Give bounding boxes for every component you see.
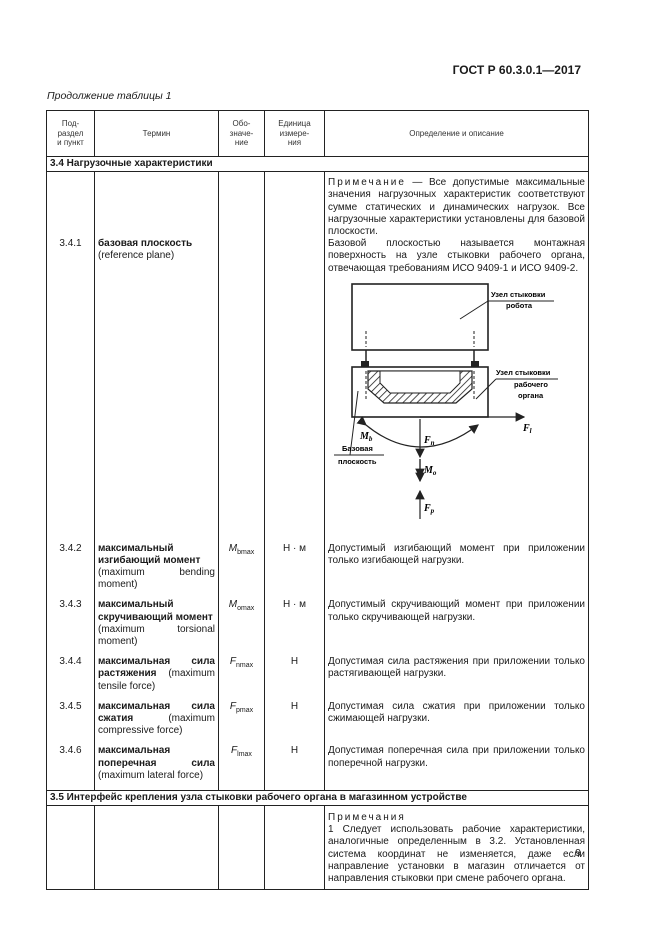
tool-label-1: Узел стыковки bbox=[496, 368, 551, 377]
row-unit: Н bbox=[264, 700, 325, 746]
term-en: (maximum compressive force) bbox=[98, 712, 215, 737]
document-code: ГОСТ Р 60.3.0.1—2017 bbox=[452, 63, 581, 77]
tool-label-3: органа bbox=[518, 391, 544, 400]
term-ru: максимальный скручивающий момент bbox=[98, 599, 213, 623]
row-symbol: Momax bbox=[218, 599, 265, 657]
row-term bbox=[94, 805, 219, 891]
section-title: 3.5 Интерфейс крепления узла стыковки ра… bbox=[46, 789, 589, 807]
table-row: 3.4.6 максимальная поперечная сила (maxi… bbox=[46, 745, 589, 791]
row-number: 3.4.5 bbox=[46, 700, 95, 746]
row-term: базовая плоскость (reference plane) bbox=[94, 171, 219, 543]
table-row: 3.4.4 максимальная сила растяжения (maxi… bbox=[46, 656, 589, 701]
row-number bbox=[46, 805, 95, 891]
robot-label-2: робота bbox=[506, 301, 533, 310]
row-number: 3.4.6 bbox=[46, 745, 95, 791]
row-term: максимальная поперечная сила (maximum la… bbox=[94, 745, 219, 791]
row-symbol: Mbmax bbox=[218, 542, 265, 600]
section-title: 3.4 Нагрузочные характеристики bbox=[46, 155, 589, 173]
row-unit: Н bbox=[264, 745, 325, 791]
row-symbol bbox=[218, 805, 265, 891]
robot-docking-unit bbox=[351, 282, 489, 351]
reference-plane-diagram: Узел стыковки робота Узел стыковки рабоч… bbox=[334, 282, 558, 519]
definition-text: Базовой плоскостью называется монтажная … bbox=[328, 238, 585, 274]
row-definition: Допустимый скручивающий момент при прило… bbox=[324, 599, 589, 657]
row-definition: Допустимый изгибающий момент при приложе… bbox=[324, 542, 589, 600]
force-normal-label: Fn bbox=[423, 435, 435, 447]
table-header-row: Под- раздел и пункт Термин Обо- значе- н… bbox=[46, 110, 589, 157]
note-3-4: Примечание — Все допустимые максимальные… bbox=[328, 177, 585, 238]
term-ru: максимальная поперечная сила bbox=[98, 745, 215, 769]
term-ru: максимальный изгибающий момент bbox=[98, 542, 201, 566]
row-definition: Допустимая сила растяжения при приложени… bbox=[324, 656, 589, 701]
row-term: максимальная сила сжатия (maximum compre… bbox=[94, 700, 219, 746]
row-definition: Примечания 1 Следует использовать рабочи… bbox=[324, 805, 589, 891]
term-en: (maximum tensile force) bbox=[98, 668, 215, 692]
row-number: 3.4.2 bbox=[46, 542, 95, 600]
row-symbol bbox=[218, 171, 265, 543]
note-text: 1 Следует использовать рабочие характери… bbox=[328, 824, 585, 884]
moment-bending-label: Mb bbox=[359, 431, 373, 443]
row-unit: Н · м bbox=[264, 542, 325, 600]
row-definition: Допустимая поперечная сила при приложени… bbox=[324, 745, 589, 791]
row-symbol: Fnmax bbox=[218, 656, 265, 701]
row-symbol: Fpmax bbox=[218, 700, 265, 746]
row-number: 3.4.1 bbox=[46, 171, 95, 543]
note-label: Примечания bbox=[328, 812, 406, 824]
terms-table: Под- раздел и пункт Термин Обо- значе- н… bbox=[46, 110, 589, 891]
col-header-term: Термин bbox=[94, 110, 219, 157]
row-symbol: Flmax bbox=[218, 745, 265, 791]
col-header-num: Под- раздел и пункт bbox=[46, 110, 95, 157]
force-compressive-label: Fp bbox=[423, 503, 435, 515]
term-ru: базовая плоскость bbox=[98, 238, 193, 250]
row-unit: Н bbox=[264, 656, 325, 701]
moment-torsional-label: Mo bbox=[423, 465, 437, 477]
col-header-symbol: Обо- значе- ние bbox=[218, 110, 265, 157]
table-row: Примечания 1 Следует использовать рабочи… bbox=[46, 805, 589, 891]
term-en: (reference plane) bbox=[98, 250, 175, 262]
row-number: 3.4.4 bbox=[46, 656, 95, 701]
row-definition: Допустимая сила сжатия при приложении то… bbox=[324, 700, 589, 746]
term-ru: максимальная сила растяжения bbox=[98, 656, 215, 680]
table-row: 3.4.3 максимальный скручивающий момент (… bbox=[46, 599, 589, 657]
row-unit: Н · м bbox=[264, 599, 325, 657]
plane-label-2: плоскость bbox=[338, 457, 377, 466]
row-unit bbox=[264, 171, 325, 543]
term-en: (maximum bending moment) bbox=[98, 567, 215, 591]
col-header-unit: Единица измере- ния bbox=[264, 110, 325, 157]
table-caption: Продолжение таблицы 1 bbox=[47, 90, 172, 102]
table-row: 3.4.2 максимальный изгибающий момент (ma… bbox=[46, 542, 589, 600]
tool-label-2: рабочего bbox=[514, 380, 548, 389]
row-term: максимальный скручивающий момент (maximu… bbox=[94, 599, 219, 657]
section-row-3-5: 3.5 Интерфейс крепления узла стыковки ра… bbox=[46, 789, 589, 807]
term-ru: максимальная сила сжатия bbox=[98, 700, 215, 724]
force-lateral-label: Fl bbox=[522, 423, 532, 435]
note-label: Примечание bbox=[328, 177, 406, 189]
term-en: (maximum lateral force) bbox=[98, 769, 204, 781]
row-term: максимальная сила растяжения (maximum te… bbox=[94, 656, 219, 701]
col-header-definition: Определение и описание bbox=[324, 110, 589, 157]
term-en: (maximum torsional moment) bbox=[98, 623, 215, 647]
table-row: 3.4.1 базовая плоскость (reference plane… bbox=[46, 171, 589, 543]
table-row: 3.4.5 максимальная сила сжатия (maximum … bbox=[46, 700, 589, 746]
note-text: — Все допустимые максимальные значения н… bbox=[328, 177, 585, 237]
page-number: 9 bbox=[575, 847, 581, 859]
section-row-3-4: 3.4 Нагрузочные характеристики bbox=[46, 155, 589, 173]
row-definition: Примечание — Все допустимые максимальные… bbox=[324, 171, 589, 543]
row-number: 3.4.3 bbox=[46, 599, 95, 657]
row-term: максимальный изгибающий момент (maximum … bbox=[94, 542, 219, 600]
plane-label-1: Базовая bbox=[342, 444, 373, 453]
row-unit bbox=[264, 805, 325, 891]
robot-label-1: Узел стыковки bbox=[491, 290, 546, 299]
